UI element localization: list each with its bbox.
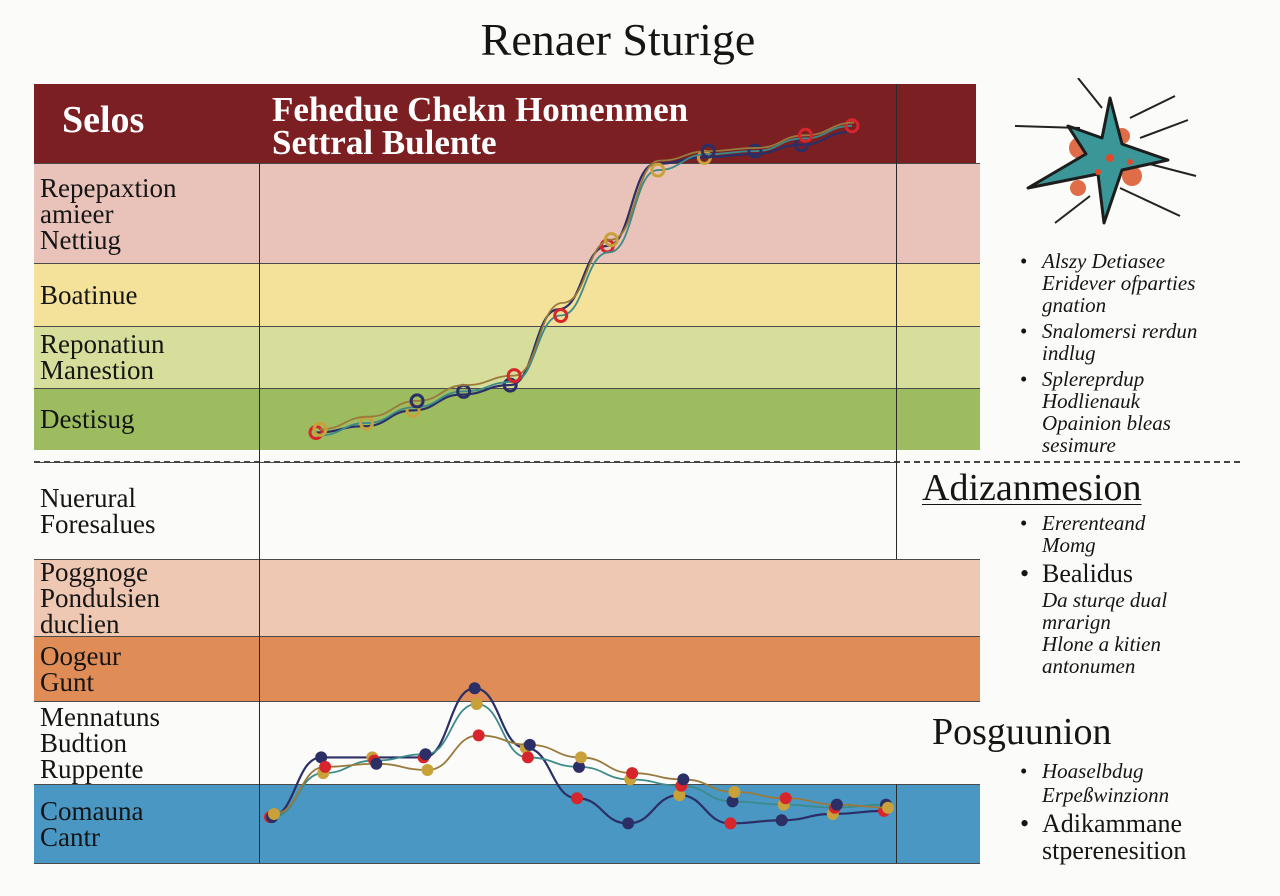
column-divider-right-top <box>896 84 897 470</box>
chart1-series2-point11 <box>830 798 843 811</box>
chart0-series0-line <box>315 131 851 434</box>
chart0-series2-point8 <box>700 143 716 159</box>
header-main-title: Fehedue Chekn Homenmen Settral Bulente <box>272 90 689 162</box>
chart1-series2-point12 <box>882 801 894 814</box>
chart0-series2-point10 <box>797 127 813 143</box>
bottom-band-2 <box>34 636 980 701</box>
chart1-series2-point7 <box>626 767 639 780</box>
chart0-series1-point11 <box>844 118 860 134</box>
bottom-band-label-4: Comauna Cantr <box>40 795 144 852</box>
bottom-band-3 <box>34 701 980 784</box>
header-band <box>34 84 976 163</box>
side-notes-top: Alszy Detiasee Eridever ofparties gnatio… <box>1016 250 1266 460</box>
side-s1-item-0: Ererenteand Momg <box>1016 512 1266 556</box>
side-top-item-0: Alszy Detiasee Eridever ofparties gnatio… <box>1016 250 1266 316</box>
side-s2-item-2: Adikammane stperenesition <box>1016 810 1266 864</box>
chart1-series0-point8 <box>673 789 686 802</box>
bottom-band-border-1 <box>34 559 980 560</box>
section1-list: Ererenteand MomgBealidusDa sturqe dual m… <box>1016 512 1266 681</box>
chart1-series2-point9 <box>728 786 741 798</box>
top-band-border-0 <box>34 163 980 164</box>
chart1-series0-point4 <box>468 682 481 695</box>
side-s1-item-2: Da sturqe dual mrarign Hlone a kitien an… <box>1042 588 1168 678</box>
bottom-band-border-4 <box>34 784 980 785</box>
chart0-series1-point9 <box>747 143 763 159</box>
bottom-band-1 <box>34 559 980 636</box>
header-left-label: Selos <box>62 99 145 141</box>
chart1-series0-point9 <box>724 817 737 830</box>
side-s1-item-1: Bealidus <box>1016 560 1266 587</box>
chart1-series2-point1 <box>319 760 332 773</box>
chart1-series2-point6 <box>575 751 587 764</box>
column-divider-left <box>259 163 260 863</box>
section2-list: HoaselbdugErpeßwinzionnAdikammane stpere… <box>1016 760 1266 868</box>
chart1-series0-point7 <box>622 817 635 830</box>
top-band-label-2: Reponatiun Manestion <box>40 329 165 385</box>
side-s2-item-1: Erpeßwinzionn <box>1042 783 1170 807</box>
chart0-series2-point0 <box>312 421 328 437</box>
chart1-series1-point9 <box>726 795 739 808</box>
bottom-band-4 <box>34 784 980 863</box>
page-title: Renaer Sturige <box>480 14 756 65</box>
side-top-item-2: Splereprdup Hodlienauk Opainion bleas se… <box>1016 368 1266 456</box>
chart0-series2-point2 <box>409 393 425 409</box>
top-band-3 <box>34 388 980 450</box>
chart1-series1-point3 <box>419 748 432 761</box>
chart0-series2-line <box>319 121 855 431</box>
star-burst-icon <box>1014 78 1197 225</box>
chart1-series0-point1 <box>315 751 328 764</box>
chart1-series2-point0 <box>268 808 280 820</box>
chart0-series2-point4 <box>506 368 522 384</box>
bottom-band-label-3: Mennatuns Budtion Ruppente <box>40 701 160 784</box>
section1-heading: Adizanmesion <box>922 467 1142 509</box>
chart1-series1-point5 <box>521 751 534 764</box>
bottom-band-label-2: Oogeur Gunt <box>40 640 121 697</box>
chart1-series1-point6 <box>573 760 585 773</box>
bottom-band-0 <box>34 462 896 559</box>
side-s2-item-0: Hoaselbdug <box>1016 760 1266 782</box>
top-band-0 <box>34 163 980 264</box>
bottom-border <box>34 863 980 864</box>
chart1-series2-point8 <box>677 773 690 786</box>
chart1-series0-point10 <box>775 814 788 827</box>
chart1-series2-point10 <box>779 792 792 805</box>
chart0-series1-point7 <box>650 162 666 178</box>
bottom-band-border-3 <box>34 701 980 702</box>
chart1-series1-point4 <box>470 698 483 710</box>
chart0-series1-point5 <box>553 308 569 324</box>
chart1-series2-point5 <box>523 738 536 751</box>
column-divider-right-bottom <box>896 784 897 863</box>
chart1-series2-point3 <box>421 764 434 776</box>
chart1-series2-point2 <box>370 757 383 770</box>
chart1-series0-point6 <box>571 792 583 805</box>
top-band-border-2 <box>34 326 980 327</box>
bottom-band-label-1: Poggnoge Pondulsien duclien <box>40 556 161 639</box>
top-band-label-0: Repepaxtion amieer Nettiug <box>40 172 177 255</box>
side-top-item-1: Snalomersi rerdun indlug <box>1016 320 1266 364</box>
section2-heading: Posguunion <box>932 711 1112 753</box>
bottom-band-border-2 <box>34 636 980 637</box>
top-band-label-3: Destisug <box>40 404 135 434</box>
column-divider-right-mid <box>896 462 897 559</box>
chart1-series2-point4 <box>472 729 485 742</box>
chart0-series1-line <box>317 124 853 437</box>
chart0-series2-point6 <box>603 232 619 248</box>
bottom-band-label-0: Nuerural Foresalues <box>40 482 156 539</box>
section-divider <box>34 461 1240 463</box>
top-band-label-1: Boatinue <box>40 279 138 310</box>
top-band-1 <box>34 263 980 326</box>
top-band-border-1 <box>34 263 980 264</box>
